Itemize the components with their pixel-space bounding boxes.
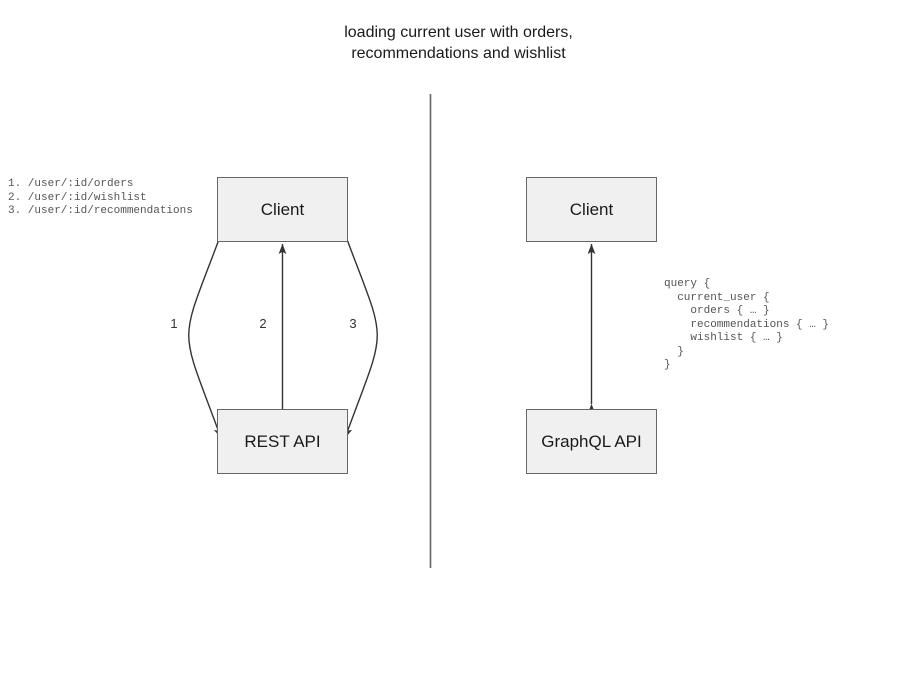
edge-label-2: 2 <box>259 316 267 331</box>
node-rest-api[interactable]: REST API <box>217 409 348 474</box>
node-graphql-api[interactable]: GraphQL API <box>526 409 657 474</box>
node-client-rest[interactable]: Client <box>217 177 348 242</box>
edge-1-arc <box>188 223 229 439</box>
node-client-graphql[interactable]: Client <box>526 177 657 242</box>
graphql-query-block: query { current_user { orders { … } reco… <box>664 278 830 371</box>
page-title: loading current user with orders, recomm… <box>344 24 573 62</box>
edge-3-arc <box>337 223 378 439</box>
edge-label-3: 3 <box>349 316 357 331</box>
rest-endpoint-list: 1. /user/:id/orders 2. /user/:id/wishlis… <box>8 178 193 217</box>
edge-label-1: 1 <box>170 316 178 331</box>
